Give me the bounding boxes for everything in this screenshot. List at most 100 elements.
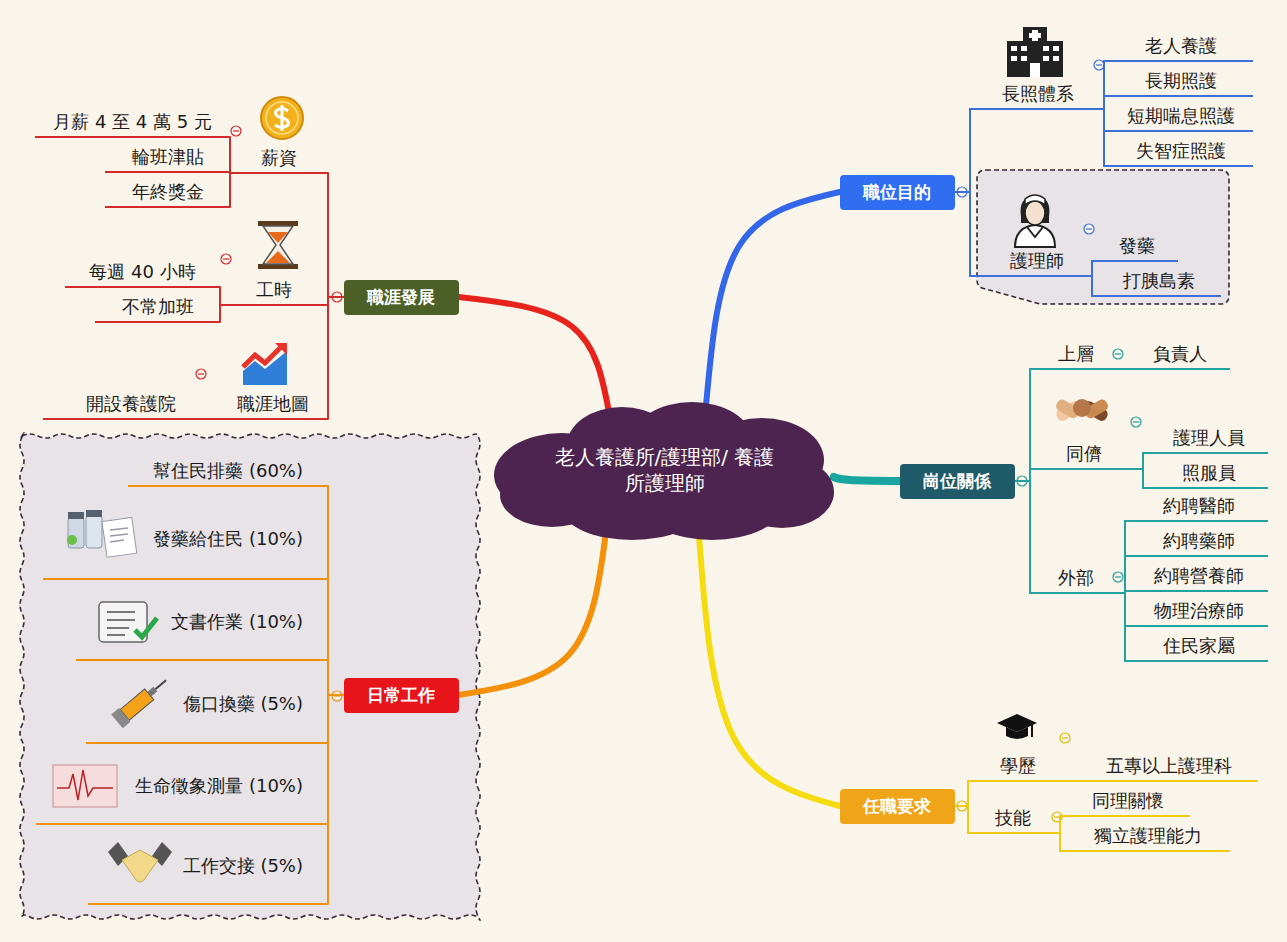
topic-text: 每週 40 小時 xyxy=(71,260,214,283)
bracket-line xyxy=(328,297,344,419)
bracket-line xyxy=(1082,261,1096,276)
branch-label: 職涯發展 xyxy=(356,286,447,309)
handshake-icon xyxy=(108,842,172,882)
topic-text: 住民家屬 xyxy=(1136,634,1262,657)
bracket-line xyxy=(328,486,344,695)
topic-label: 每週 40 小時 xyxy=(65,260,220,288)
cloud-shape xyxy=(492,400,837,540)
branch-label: 日常工作 xyxy=(356,684,447,707)
dashed-region xyxy=(977,170,1229,304)
hourglass-icon xyxy=(258,221,298,269)
topic-text: 上層 xyxy=(1046,342,1106,365)
topic-text: 約聘營養師 xyxy=(1136,564,1262,587)
branch-label: 崗位關係 xyxy=(912,470,1003,493)
bracket-line xyxy=(1112,368,1130,370)
topic-text: 獨立護理能力 xyxy=(1071,824,1224,847)
branch-box: 日常工作 xyxy=(344,678,459,713)
growth-chart-icon xyxy=(243,343,287,385)
bracket-line xyxy=(328,695,344,904)
topic-label: 工時 xyxy=(220,278,328,306)
topic-text: 長照體系 xyxy=(996,82,1080,105)
topic-label: 文書作業 (10%) xyxy=(76,610,328,661)
syringe-icon xyxy=(111,673,172,728)
topic-text: 短期喘息照護 xyxy=(1114,104,1247,127)
topic-label: 開設養護院 xyxy=(43,392,218,420)
topic-text: 發藥給住民 (10%) xyxy=(49,527,303,550)
topic-label: 外部 xyxy=(1040,566,1112,594)
medicine-icon xyxy=(67,510,137,557)
collapse-markers xyxy=(196,60,1141,822)
topic-label: 長期照護 xyxy=(1108,69,1253,97)
branch-box: 任職要求 xyxy=(840,789,955,824)
topic-label: 同儕 xyxy=(1045,442,1123,470)
topic-text: 護理人員 xyxy=(1156,426,1262,449)
topic-text: 約聘藥師 xyxy=(1136,529,1262,552)
branch-box: 崗位關係 xyxy=(900,464,1015,499)
topic-label: 約聘醫師 xyxy=(1130,494,1268,522)
topic-label: 上層 xyxy=(1040,342,1112,370)
topic-label: 約聘營養師 xyxy=(1130,564,1268,592)
bracket-line xyxy=(1015,469,1046,481)
bracket-line xyxy=(229,173,231,207)
topic-text: 五專以上護理科 xyxy=(1086,754,1252,777)
bracket-line xyxy=(1086,61,1108,109)
bracket-line xyxy=(1086,109,1108,166)
central-title: 老人養護所/護理部/ 養護所護理師 xyxy=(550,444,780,496)
topic-text: 打胰島素 xyxy=(1102,269,1215,292)
topic-label: 長照體系 xyxy=(990,82,1086,110)
document-icon xyxy=(99,602,157,642)
topic-text: 學歷 xyxy=(982,754,1054,777)
topic-text: 工時 xyxy=(226,278,322,301)
bracket-line xyxy=(955,781,977,806)
mortarboard-icon xyxy=(997,714,1037,739)
bracket-line xyxy=(1086,96,1108,109)
topic-text: 月薪 4 至 4 萬 5 元 xyxy=(41,110,224,133)
bracket-line xyxy=(1060,780,1080,782)
main-branch-curve xyxy=(699,536,840,806)
topic-label: 發藥 xyxy=(1096,234,1178,262)
topic-text: 發藥 xyxy=(1102,234,1172,257)
topic-label: 打胰島素 xyxy=(1096,269,1221,297)
topic-label: 傷口換藥 (5%) xyxy=(86,692,328,744)
topic-label: 同理關懷 xyxy=(1065,789,1190,817)
topic-text: 負責人 xyxy=(1136,342,1224,365)
branch-label: 職位目的 xyxy=(852,181,943,204)
topic-text: 約聘醫師 xyxy=(1136,494,1262,517)
topic-label: 老人養護 xyxy=(1108,34,1253,62)
topic-text: 年終獎金 xyxy=(111,180,224,203)
wavy-region xyxy=(20,433,480,921)
bracket-line xyxy=(1112,593,1130,626)
topic-text: 同理關懷 xyxy=(1071,789,1184,812)
topic-text: 物理治療師 xyxy=(1136,599,1262,622)
bracket-line xyxy=(1050,833,1065,851)
topic-text: 不常加班 xyxy=(101,295,214,318)
topic-text: 老人養護 xyxy=(1114,34,1247,57)
topic-text: 薪資 xyxy=(236,146,322,169)
topic-label: 幫住民排藥 (60%) xyxy=(128,459,328,487)
topic-label: 物理治療師 xyxy=(1130,599,1268,627)
topic-text: 文書作業 (10%) xyxy=(82,610,303,633)
bracket-line xyxy=(1123,453,1150,469)
bracket-line xyxy=(1112,556,1130,593)
topic-label: 照服員 xyxy=(1150,461,1268,489)
topic-label: 職涯地圖 xyxy=(218,392,328,420)
topic-text: 輪班津貼 xyxy=(111,145,224,168)
bracket-line xyxy=(328,660,344,695)
bracket-line xyxy=(1050,816,1065,833)
topic-label: 月薪 4 至 4 萬 5 元 xyxy=(35,110,230,138)
topic-label: 護理師 xyxy=(992,249,1082,277)
bracket-line xyxy=(955,109,991,192)
topic-label: 五專以上護理科 xyxy=(1080,754,1258,782)
topic-label: 技能 xyxy=(976,806,1050,834)
cloud-lobe xyxy=(534,422,794,522)
ecg-icon xyxy=(53,765,117,807)
branch-box: 職位目的 xyxy=(840,175,955,210)
bracket-line xyxy=(1112,593,1130,661)
topic-text: 失智症照護 xyxy=(1114,139,1247,162)
topic-text: 照服員 xyxy=(1156,461,1262,484)
topic-label: 住民家屬 xyxy=(1130,634,1268,662)
bracket-line xyxy=(328,173,344,297)
bracket-line xyxy=(1082,276,1096,296)
main-branch-curve xyxy=(459,533,606,695)
